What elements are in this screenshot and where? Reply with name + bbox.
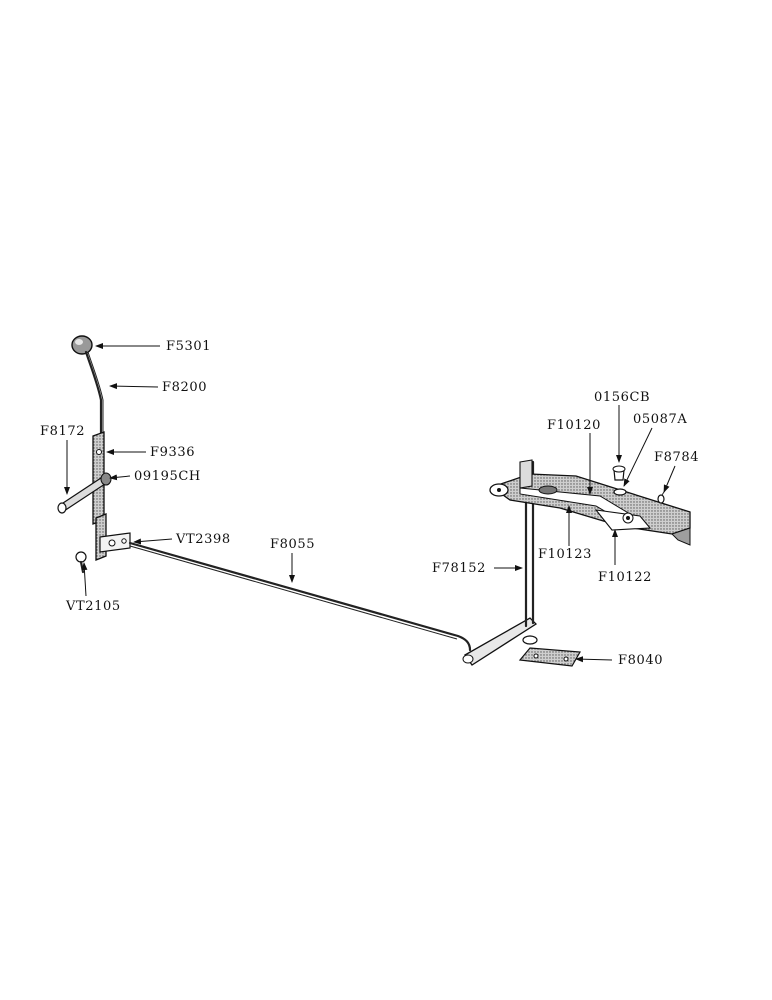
label-F8040: F8040 <box>618 653 663 668</box>
label-F8200: F8200 <box>162 380 207 395</box>
part-labels: F5301 F8200 F8172 F9336 09195CH VT2398 V… <box>40 339 699 668</box>
label-05087A: 05087A <box>633 412 687 427</box>
label-F10122: F10122 <box>598 570 652 585</box>
label-F8172: F8172 <box>40 424 85 439</box>
leader-lines <box>64 343 676 663</box>
label-F8784: F8784 <box>654 450 699 465</box>
label-F10123: F10123 <box>538 547 592 562</box>
right-linkage-assembly <box>462 459 691 667</box>
label-F5301: F5301 <box>166 339 211 354</box>
label-VT2105: VT2105 <box>65 599 121 614</box>
label-F78152: F78152 <box>432 561 486 576</box>
label-VT2398: VT2398 <box>175 532 231 547</box>
shift-knob <box>71 335 93 355</box>
label-F9336: F9336 <box>150 445 195 460</box>
lock-washer <box>613 488 627 496</box>
label-0156CB: 0156CB <box>594 390 650 405</box>
label-F8055: F8055 <box>270 537 315 552</box>
label-F10120: F10120 <box>547 418 601 433</box>
shaft-washer <box>522 635 538 645</box>
shift-plate <box>489 459 691 546</box>
clevis-link <box>99 532 131 553</box>
connecting-rod <box>128 541 472 652</box>
shift-lever-assembly <box>57 335 131 574</box>
label-09195CH: 09195CH <box>134 469 201 484</box>
shift-lever-rod <box>84 350 103 440</box>
bolt <box>612 465 626 481</box>
bottom-plate <box>518 647 581 667</box>
